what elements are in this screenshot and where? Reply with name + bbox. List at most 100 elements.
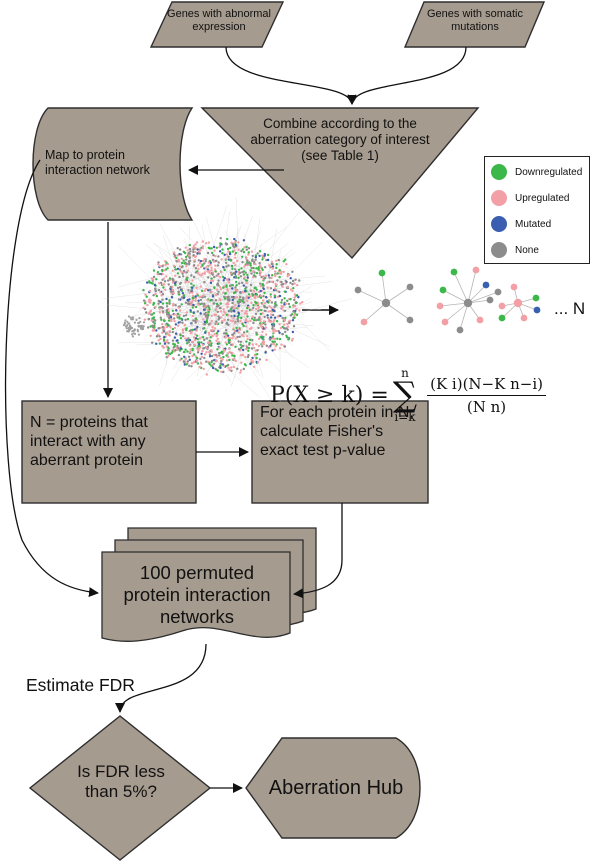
combine-shape bbox=[200, 107, 480, 260]
network-edge bbox=[235, 237, 240, 278]
network-node bbox=[261, 254, 264, 257]
network-node bbox=[284, 282, 287, 285]
network-node bbox=[249, 327, 253, 330]
network-node bbox=[230, 264, 233, 268]
network-node bbox=[164, 352, 168, 355]
network-node bbox=[281, 332, 284, 336]
legend-item-mutated: Mutated bbox=[491, 215, 551, 233]
network-node bbox=[204, 242, 208, 245]
network-node bbox=[229, 319, 233, 322]
network-edge bbox=[150, 309, 207, 361]
network-node bbox=[203, 338, 206, 342]
network-node bbox=[196, 319, 199, 322]
network-node bbox=[282, 326, 285, 330]
network-node bbox=[246, 273, 249, 277]
network-node bbox=[211, 299, 214, 302]
network-node bbox=[212, 254, 215, 257]
network-node bbox=[226, 318, 230, 321]
network-node bbox=[203, 320, 206, 324]
network-node bbox=[157, 339, 160, 342]
network-node bbox=[157, 263, 160, 266]
network-node bbox=[273, 328, 276, 331]
network-node bbox=[274, 270, 277, 273]
network-node bbox=[177, 353, 181, 357]
network-node bbox=[236, 318, 239, 321]
network-node bbox=[265, 258, 268, 262]
network-node bbox=[144, 293, 147, 296]
network-node bbox=[203, 323, 206, 326]
network-node bbox=[268, 276, 271, 279]
network-node bbox=[276, 337, 279, 340]
network-node bbox=[256, 361, 260, 364]
network-node bbox=[243, 276, 246, 279]
network-node bbox=[152, 301, 156, 305]
network-node bbox=[296, 283, 299, 287]
network-node bbox=[291, 289, 294, 293]
network-node bbox=[208, 339, 211, 342]
network-node bbox=[240, 346, 243, 349]
network-node bbox=[209, 263, 212, 267]
network-node bbox=[262, 295, 265, 298]
network-node bbox=[176, 324, 180, 327]
network-node bbox=[167, 313, 171, 316]
network-node bbox=[201, 272, 204, 275]
network-node bbox=[201, 349, 204, 353]
network-node bbox=[247, 349, 250, 352]
decision-shape bbox=[28, 715, 212, 861]
network-node bbox=[277, 258, 280, 262]
network-node bbox=[237, 340, 240, 343]
network-node bbox=[228, 368, 231, 372]
network-node bbox=[259, 312, 263, 316]
network-edge bbox=[266, 298, 352, 323]
network-node bbox=[234, 304, 237, 307]
network-node bbox=[193, 360, 196, 364]
network-node bbox=[301, 301, 304, 304]
network-node bbox=[248, 338, 252, 342]
network-node bbox=[251, 360, 255, 363]
network-node bbox=[285, 334, 288, 337]
network-node bbox=[223, 348, 226, 352]
network-node bbox=[163, 269, 166, 272]
formula-sum-bottom: i=k bbox=[394, 410, 416, 424]
network-node bbox=[246, 337, 249, 341]
legend-label-downregulated: Downregulated bbox=[515, 166, 583, 178]
network-node bbox=[135, 318, 138, 321]
network-node bbox=[284, 330, 287, 334]
subnetwork-node bbox=[486, 296, 494, 304]
network-node bbox=[173, 317, 176, 320]
network-node bbox=[280, 343, 283, 346]
network-node bbox=[230, 310, 233, 313]
network-node bbox=[168, 277, 172, 280]
network-node bbox=[219, 351, 222, 354]
network-node bbox=[156, 271, 160, 274]
network-node bbox=[237, 304, 240, 308]
network-node bbox=[131, 316, 134, 319]
network-node bbox=[160, 318, 163, 321]
network-node bbox=[220, 270, 223, 274]
subnetwork-node bbox=[498, 302, 506, 310]
network-node bbox=[259, 324, 262, 327]
network-node bbox=[225, 253, 229, 256]
network-node bbox=[221, 275, 225, 279]
network-node bbox=[196, 356, 199, 360]
network-node bbox=[215, 288, 219, 291]
map-network-label: Map to protein interaction network bbox=[45, 148, 150, 177]
network-node bbox=[192, 248, 195, 251]
network-node bbox=[180, 357, 183, 360]
network-node bbox=[250, 347, 254, 350]
network-node bbox=[242, 284, 245, 287]
network-node bbox=[222, 310, 226, 313]
fisher-label: For each protein in N, calculate Fisher'… bbox=[260, 404, 414, 460]
network-node bbox=[255, 301, 258, 305]
network-node bbox=[242, 296, 245, 299]
network-node bbox=[177, 321, 180, 324]
network-node bbox=[131, 330, 134, 333]
network-node bbox=[252, 304, 255, 307]
network-node bbox=[198, 262, 202, 265]
network-node bbox=[155, 342, 158, 345]
legend-label-none: None bbox=[515, 244, 539, 256]
network-node bbox=[244, 271, 248, 274]
network-node bbox=[231, 333, 234, 336]
network-node bbox=[286, 275, 289, 278]
network-node bbox=[210, 247, 213, 250]
